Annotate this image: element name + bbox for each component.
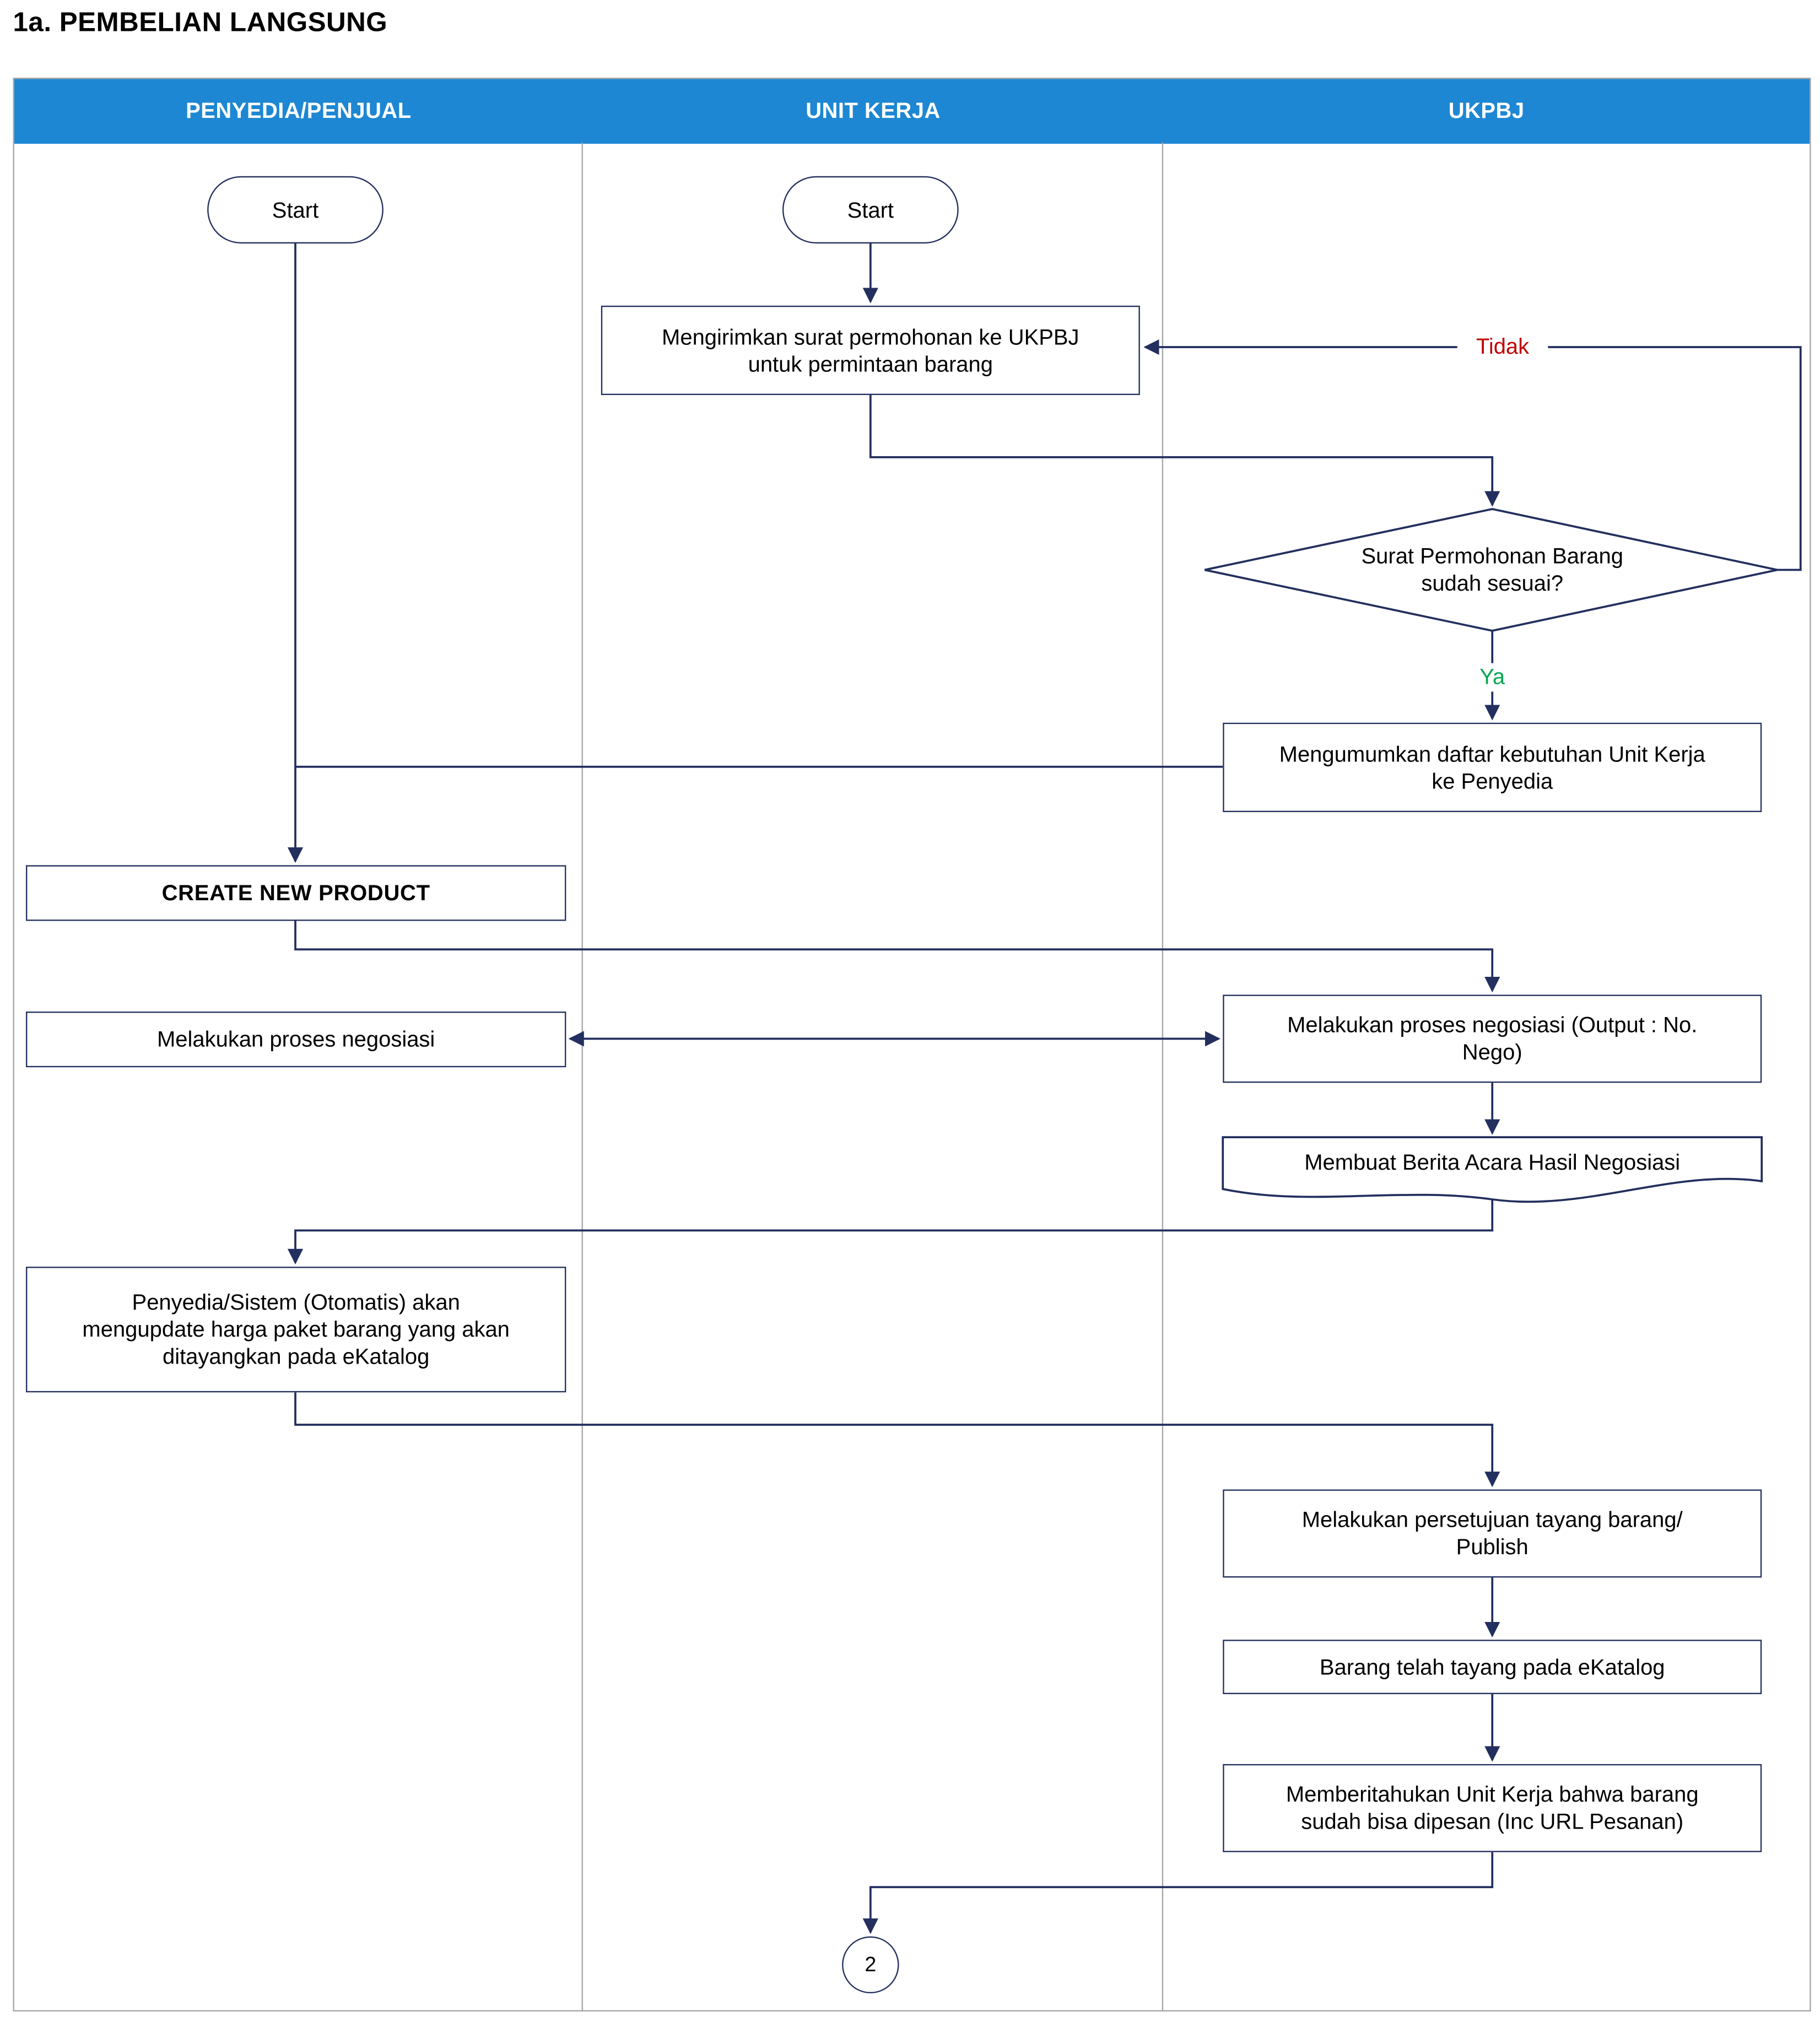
edge-label-ya: Ya xyxy=(1466,663,1519,692)
swimlane-header-row: PENYEDIA/PENJUAL UNIT KERJA UKPBJ xyxy=(14,79,1810,144)
offpage-connector-2: 2 xyxy=(842,1936,899,1994)
arrow-update-harga-to-persetujuan xyxy=(294,1392,1500,1488)
start-node-penyedia: Start xyxy=(207,176,384,244)
process-barang-tayang: Barang telah tayang pada eKatalog xyxy=(1223,1640,1762,1694)
process-nego-penyedia: Melakukan proses negosiasi xyxy=(26,1012,566,1068)
process-umumkan-kebutuhan: Mengumumkan daftar kebutuhan Unit Kerja … xyxy=(1223,722,1762,813)
lane-header-penyedia: PENYEDIA/PENJUAL xyxy=(186,98,412,123)
process-create-new-product: CREATE NEW PRODUCT xyxy=(26,865,566,921)
decision-diamond-shape xyxy=(1204,507,1778,632)
lane-header-ukpbj: UKPBJ xyxy=(1448,98,1525,123)
lane-divider-1 xyxy=(581,142,583,2011)
arrow-create-product-to-nego-ukpbj xyxy=(294,920,1500,993)
process-kirim-surat: Mengirimkan surat permohonan ke UKPBJ un… xyxy=(601,305,1140,396)
process-memberitahukan-unit-kerja: Memberitahukan Unit Kerja bahwa barang s… xyxy=(1223,1764,1762,1852)
arrow-memberitahukan-to-connector xyxy=(862,1852,1494,1934)
page-title: 1a. PEMBELIAN LANGSUNG xyxy=(13,8,388,38)
document-shape xyxy=(1222,1136,1763,1203)
lane-divider-2 xyxy=(1162,142,1164,2011)
arrow-kirim-surat-to-decision xyxy=(869,395,1500,507)
process-update-harga: Penyedia/Sistem (Otomatis) akan mengupda… xyxy=(26,1267,566,1393)
process-nego-ukpbj: Melakukan proses negosiasi (Output : No.… xyxy=(1223,994,1762,1083)
process-persetujuan-tayang: Melakukan persetujuan tayang barang/ Pub… xyxy=(1223,1489,1762,1578)
arrow-berita-acara-to-update-harga xyxy=(287,1197,1494,1264)
edge-label-tidak: Tidak xyxy=(1457,333,1548,361)
start-node-unit-kerja: Start xyxy=(782,176,959,244)
lane-header-unit-kerja: UNIT KERJA xyxy=(806,98,941,123)
